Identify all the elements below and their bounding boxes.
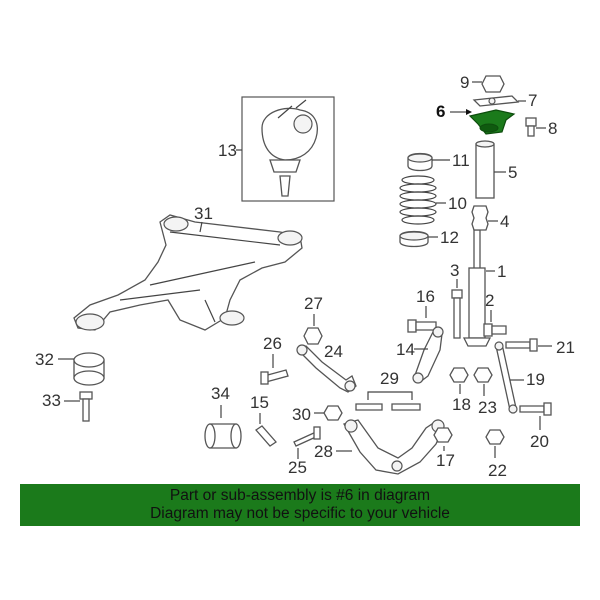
- nut-27[interactable]: [303, 327, 323, 345]
- callout-21[interactable]: 21: [556, 338, 575, 357]
- callout-19[interactable]: 19: [526, 370, 545, 389]
- bolt-3[interactable]: [451, 289, 463, 339]
- bolt-26[interactable]: [260, 369, 289, 385]
- callout-7[interactable]: 7: [528, 91, 537, 110]
- bolt-20[interactable]: [519, 402, 552, 416]
- nut-9[interactable]: [481, 75, 505, 93]
- info-banner: Part or sub-assembly is #6 in diagram Di…: [20, 484, 580, 526]
- callout-24[interactable]: 24: [324, 342, 343, 361]
- coil-spring-10[interactable]: [399, 175, 437, 225]
- differential-bushing[interactable]: [204, 423, 242, 449]
- callout-14[interactable]: 14: [396, 340, 415, 359]
- callout-32[interactable]: 32: [35, 350, 54, 369]
- link-19[interactable]: [494, 341, 518, 414]
- lower-control-arm[interactable]: [343, 419, 445, 475]
- callout-30[interactable]: 30: [292, 405, 311, 424]
- bolt-25[interactable]: [293, 426, 321, 447]
- bolt-16[interactable]: [407, 319, 437, 333]
- callout-15[interactable]: 15: [250, 393, 269, 412]
- callout-22[interactable]: 22: [488, 461, 507, 480]
- nut-22[interactable]: [485, 429, 505, 445]
- callout-26[interactable]: 26: [263, 334, 282, 353]
- callout-31[interactable]: 31: [194, 204, 213, 223]
- banner-line-1: Part or sub-assembly is #6 in diagram: [169, 487, 431, 504]
- bolts-29[interactable]: [355, 403, 421, 411]
- callout-3[interactable]: 3: [450, 261, 459, 280]
- callout-10[interactable]: 10: [448, 194, 467, 213]
- callout-18[interactable]: 18: [452, 395, 471, 414]
- nut-23[interactable]: [473, 367, 493, 383]
- upper-plate-7[interactable]: [472, 95, 520, 107]
- callout-2[interactable]: 2: [485, 291, 494, 310]
- callout-1[interactable]: 1: [497, 262, 506, 281]
- callout-4[interactable]: 4: [500, 212, 509, 231]
- callout-33[interactable]: 33: [42, 391, 61, 410]
- nut-17[interactable]: [433, 427, 453, 443]
- callout-5[interactable]: 5: [508, 163, 517, 182]
- nut-18[interactable]: [449, 367, 469, 383]
- callout-17[interactable]: 17: [436, 451, 455, 470]
- bolt-15[interactable]: [255, 425, 277, 447]
- callout-9[interactable]: 9: [460, 73, 469, 92]
- callout-28[interactable]: 28: [314, 442, 333, 461]
- callout-11[interactable]: 11: [452, 151, 470, 170]
- callout-27[interactable]: 27: [304, 294, 323, 313]
- callout-16[interactable]: 16: [416, 287, 435, 306]
- banner-line-2: Diagram may not be specific to your vehi…: [150, 505, 450, 522]
- nut-30[interactable]: [323, 405, 343, 421]
- crossmember-bolt[interactable]: [79, 391, 93, 422]
- lateral-link-24[interactable]: [296, 344, 357, 393]
- bolt-21[interactable]: [505, 338, 538, 352]
- rear-crossmember[interactable]: [73, 214, 303, 331]
- link-14[interactable]: [412, 326, 444, 384]
- callout-29[interactable]: 29: [380, 369, 399, 388]
- upper-isolator-11[interactable]: [407, 152, 433, 172]
- shock-absorber[interactable]: [462, 229, 492, 347]
- callout-25[interactable]: 25: [288, 458, 307, 477]
- crossmember-bushing[interactable]: [73, 352, 105, 386]
- callout-12[interactable]: 12: [440, 228, 459, 247]
- callout-23[interactable]: 23: [478, 398, 497, 417]
- callout-20[interactable]: 20: [530, 432, 549, 451]
- callout-34[interactable]: 34: [211, 384, 230, 403]
- dust-boot-5[interactable]: [475, 140, 495, 199]
- callout-8[interactable]: 8: [548, 119, 557, 138]
- callout-6[interactable]: 6: [436, 102, 445, 121]
- lower-isolator-12[interactable]: [399, 230, 429, 248]
- upper-mount-6[interactable]: [468, 109, 516, 135]
- bolt-8[interactable]: [525, 117, 537, 137]
- differential-assembly[interactable]: [241, 96, 335, 202]
- callout-13[interactable]: 13: [218, 141, 237, 160]
- bolt-2[interactable]: [483, 323, 507, 337]
- jounce-bumper-4[interactable]: [471, 205, 489, 231]
